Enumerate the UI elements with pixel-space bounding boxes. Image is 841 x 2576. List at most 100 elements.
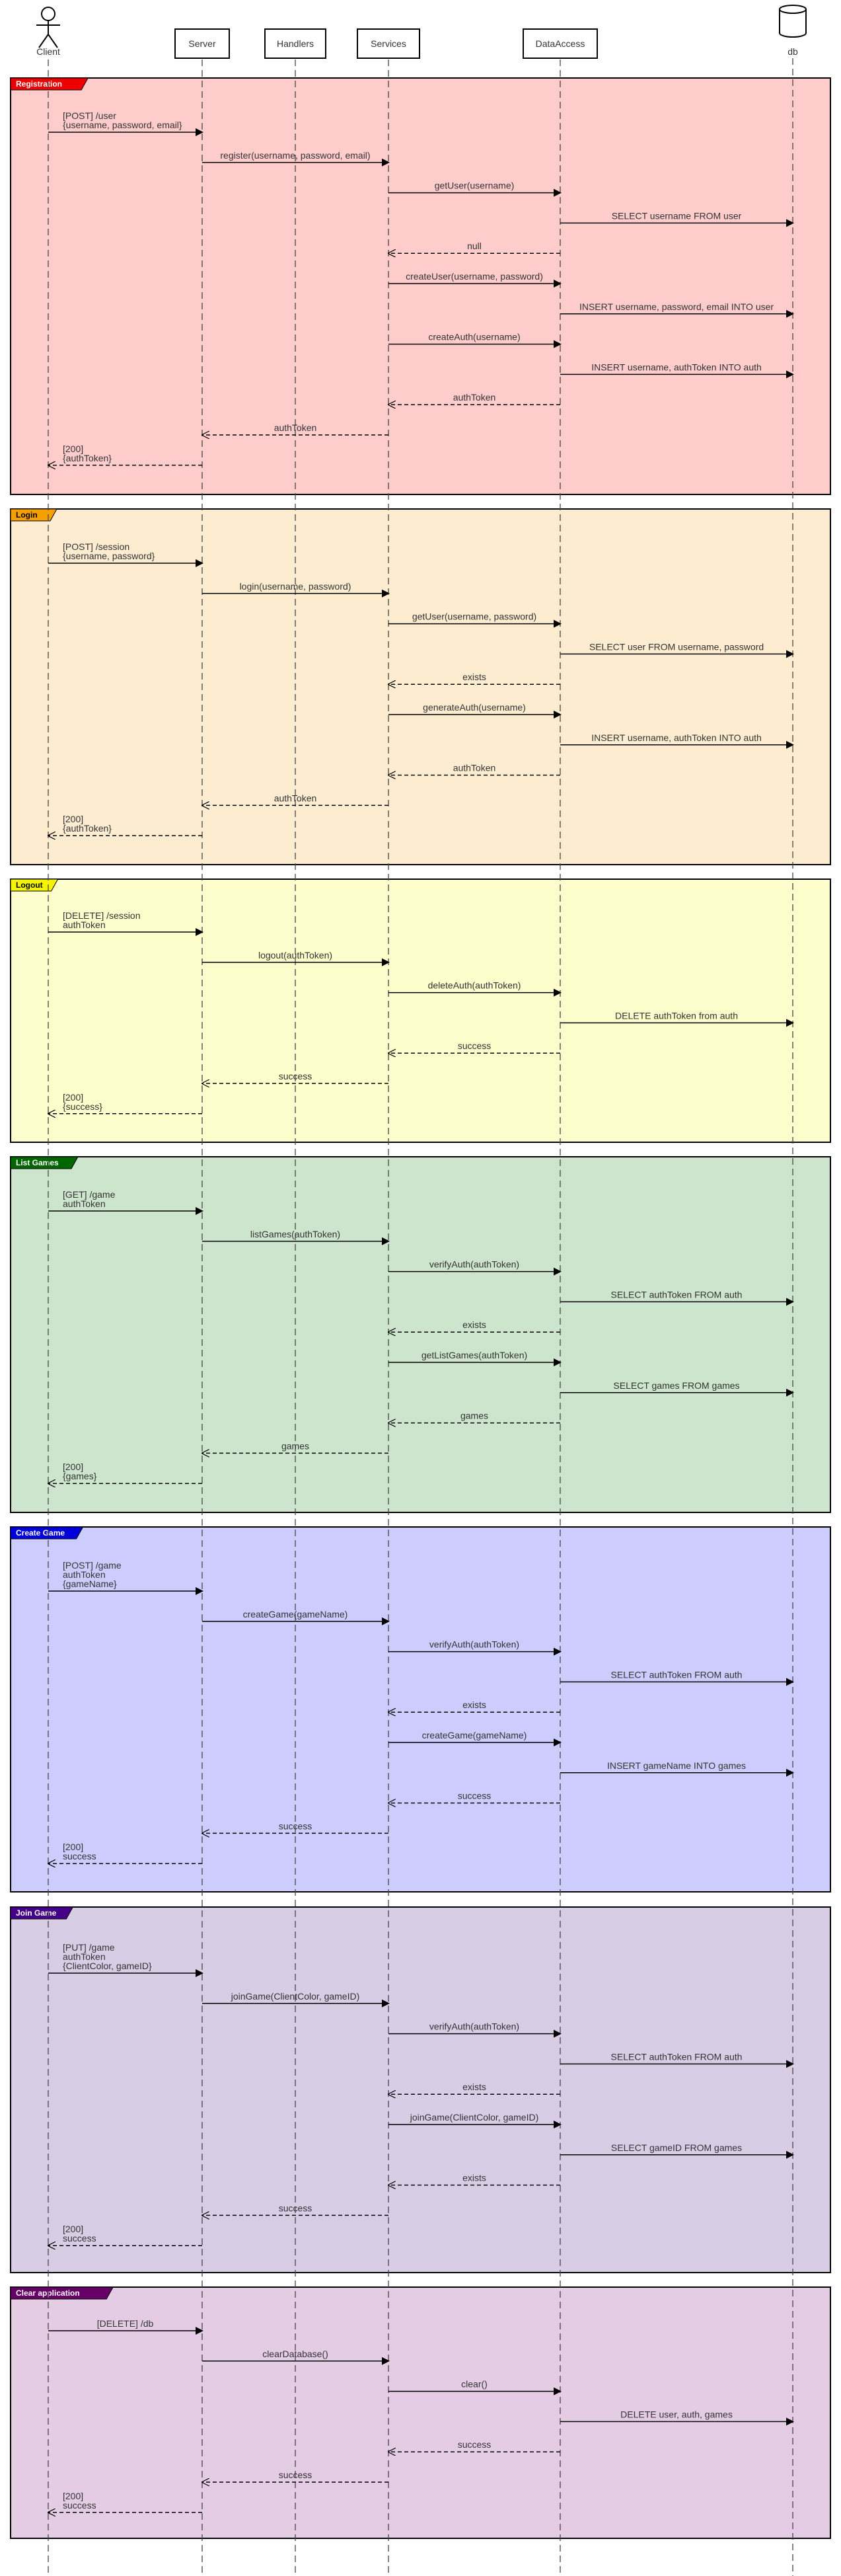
message: [POST] /user{username, password, email}: [48, 110, 203, 136]
message: INSERT username, authToken INTO auth: [560, 362, 794, 379]
message-label: success: [63, 2233, 96, 2244]
message-label: authToken: [63, 1951, 106, 1962]
message: success: [388, 1040, 560, 1053]
message-label: [200]: [63, 444, 83, 454]
group-frame: [10, 2286, 831, 2539]
message: [200]{games}: [48, 1462, 202, 1483]
message-label: clearDatabase(): [262, 2349, 328, 2359]
message-label: {username, password, email}: [63, 120, 182, 130]
message-label: SELECT authToken FROM auth: [611, 1289, 743, 1300]
message: null: [388, 241, 560, 253]
message: authToken: [202, 793, 388, 805]
participant-label: Services: [371, 38, 406, 49]
message: createGame(gameName): [202, 1609, 390, 1625]
message: success: [202, 1071, 388, 1083]
message-label: {gameName}: [63, 1579, 117, 1589]
message-label: INSERT username, password, email INTO us…: [579, 301, 774, 312]
message-label: [PUT] /game: [63, 1942, 115, 1953]
participant-box: [174, 28, 230, 59]
message-label: generateAuth(username): [423, 702, 526, 713]
message: SELECT user FROM username, password: [560, 641, 794, 658]
group-3: List Games: [10, 1156, 831, 1513]
message: exists: [388, 2173, 560, 2185]
message-label: createAuth(username): [428, 332, 520, 342]
message: getListGames(authToken): [388, 1350, 562, 1366]
message: [200]{success}: [48, 1092, 202, 1114]
group-frame: [10, 508, 831, 865]
message-label: SELECT gameID FROM games: [611, 2142, 742, 2153]
message: [200]success: [48, 2491, 202, 2513]
message-label: {username, password}: [63, 551, 155, 561]
message-label: authToken: [453, 763, 496, 773]
message-label: register(username, password, email): [220, 150, 370, 161]
group-title: Registration: [16, 79, 62, 89]
message: [200]{authToken}: [48, 444, 202, 465]
message: [200]success: [48, 1842, 202, 1863]
message-label: [200]: [63, 814, 83, 824]
message-label: success: [458, 2439, 492, 2450]
message-label: authToken: [63, 1569, 106, 1580]
message: success: [388, 1791, 560, 1803]
message-label: getListGames(authToken): [421, 1350, 527, 1360]
message: SELECT games FROM games: [560, 1380, 794, 1397]
message-label: games: [460, 1411, 488, 1421]
message: getUser(username): [388, 180, 562, 197]
message-label: [POST] /game: [63, 1560, 122, 1571]
message-label: {authToken}: [63, 823, 112, 834]
message-label: {ClientColor, gameID}: [63, 1961, 152, 1971]
group-tag: [10, 1906, 74, 1920]
message: joinGame(ClientColor, gameID): [202, 1991, 390, 2008]
message-label: createGame(gameName): [422, 1730, 527, 1740]
participant-label: Client: [36, 46, 60, 57]
message: verifyAuth(authToken): [388, 1639, 562, 1656]
group-title: Join Game: [16, 1908, 57, 1918]
message-label: SELECT username FROM user: [612, 210, 742, 221]
message: SELECT authToken FROM auth: [560, 1669, 794, 1686]
database-icon: [779, 9, 807, 38]
message: success: [202, 1820, 388, 1833]
group-tag: [10, 878, 59, 892]
message: verifyAuth(authToken): [388, 2021, 562, 2038]
message-label: clear(): [461, 2379, 488, 2390]
message-label: [DELETE] /session: [63, 910, 141, 921]
message-label: INSERT gameName INTO games: [607, 1760, 746, 1771]
message-label: null: [467, 241, 482, 251]
group-4: Create Game: [10, 1526, 831, 1893]
participant-label: db: [787, 46, 798, 57]
message-label: {success}: [63, 1101, 102, 1112]
message-label: verifyAuth(authToken): [429, 1259, 519, 1270]
message-label: success: [279, 2203, 312, 2213]
message: SELECT username FROM user: [560, 210, 794, 227]
messages-layer: [POST] /user{username, password, email} r…: [48, 110, 794, 2513]
message: login(username, password): [202, 581, 390, 598]
message-label: success: [458, 1791, 492, 1801]
group-5: Join Game: [10, 1906, 831, 2273]
participant-services: Services: [357, 28, 420, 59]
message-label: createUser(username, password): [406, 271, 543, 282]
message: authToken: [388, 763, 560, 775]
group-tag: [10, 1526, 84, 1540]
message-label: SELECT user FROM username, password: [589, 641, 764, 652]
message-label: [200]: [63, 1092, 83, 1103]
group-6: Clear application: [10, 2286, 831, 2539]
group-title: Login: [16, 510, 38, 520]
message: generateAuth(username): [388, 702, 562, 719]
message: exists: [388, 1699, 560, 1712]
message-label: [GET] /game: [63, 1189, 116, 1200]
message: authToken: [202, 422, 388, 435]
message-label: success: [279, 2470, 312, 2480]
message: deleteAuth(authToken): [388, 980, 562, 997]
message: createUser(username, password): [388, 271, 562, 288]
message-label: {authToken}: [63, 453, 112, 463]
message-label: SELECT games FROM games: [613, 1380, 739, 1391]
message: DELETE authToken from auth: [560, 1010, 794, 1027]
message-label: verifyAuth(authToken): [429, 2021, 519, 2032]
message-label: authToken: [63, 919, 106, 930]
